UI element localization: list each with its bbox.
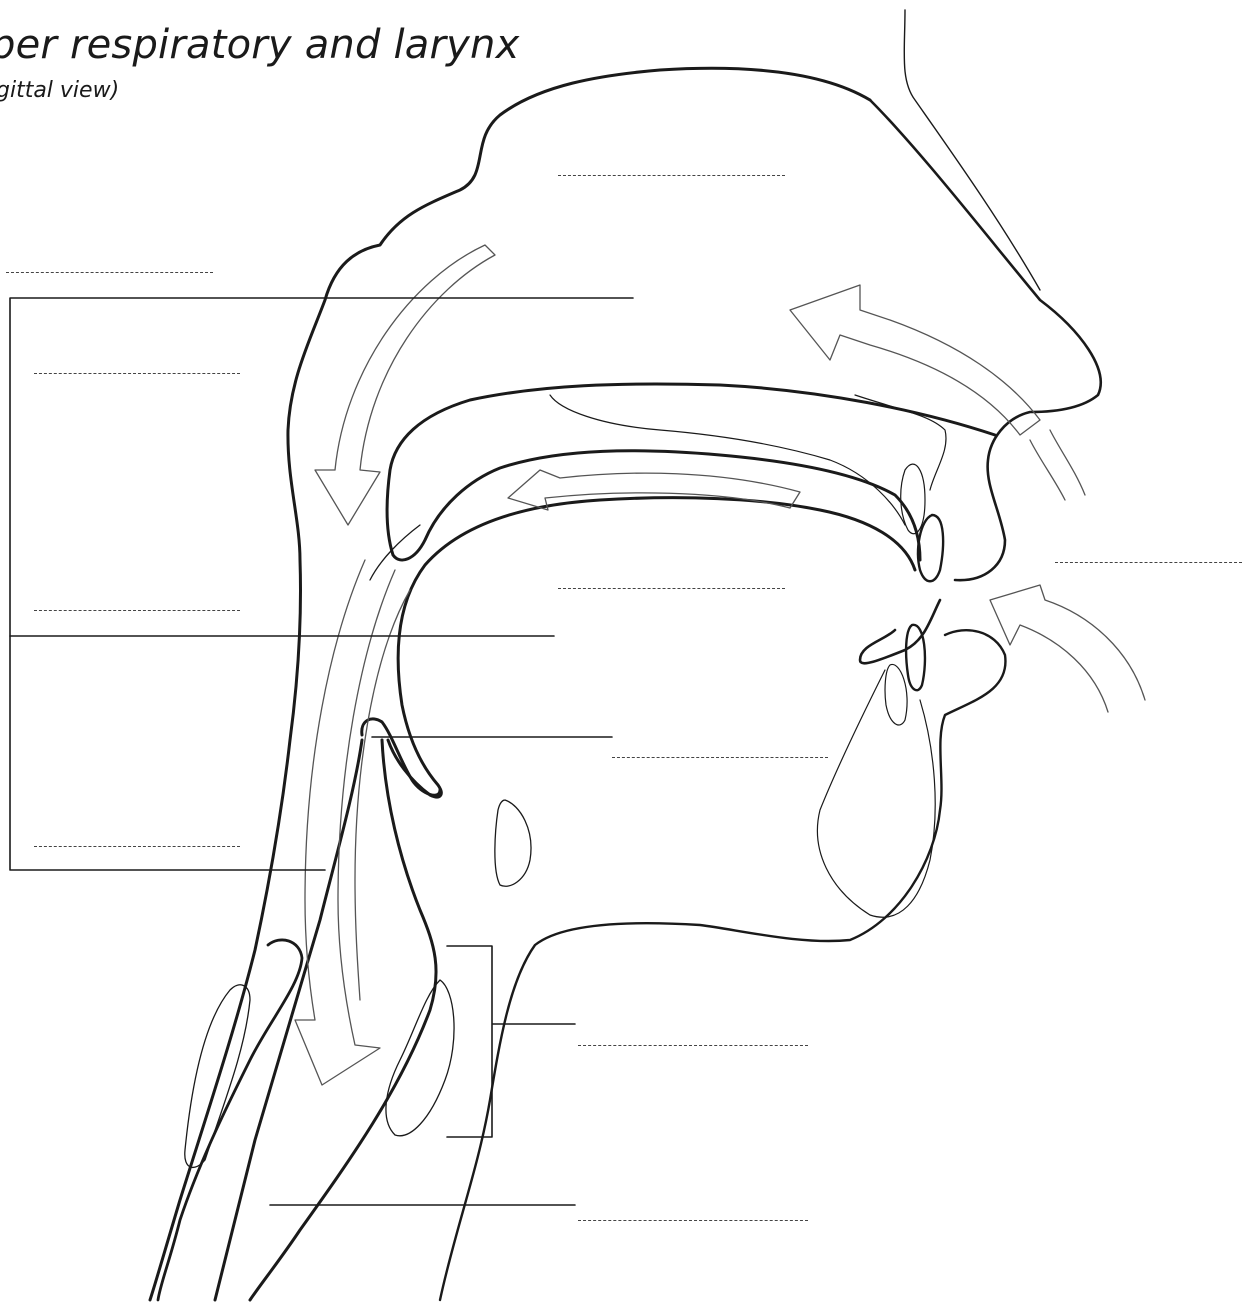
lips-chin-outline: [440, 630, 1005, 1300]
label-blank-pharynx-group[interactable]: [6, 272, 213, 273]
larynx-bracket: [447, 946, 575, 1137]
nasal-floor-line: [550, 395, 946, 525]
thyroid-cartilage: [386, 980, 454, 1136]
mandible-outline: [817, 670, 935, 917]
label-blank-nostrils[interactable]: [1055, 562, 1242, 563]
label-blank-nasal-cavity[interactable]: [558, 175, 785, 176]
label-blank-larynx[interactable]: [578, 1045, 808, 1046]
nasal-airflow-stream: [1030, 430, 1085, 500]
label-blank-nasopharynx[interactable]: [34, 373, 240, 374]
lower-incisors: [906, 625, 925, 690]
pharynx-arrow-right: [355, 590, 410, 1000]
hyoid-bone: [495, 800, 531, 886]
pharynx-bracket: [10, 298, 633, 870]
label-blank-oral-cavity[interactable]: [558, 588, 785, 589]
tongue-tip: [860, 600, 940, 663]
lower-teeth-root: [885, 664, 907, 725]
soft-palate: [370, 525, 420, 580]
label-blank-esophagus[interactable]: [578, 1220, 808, 1221]
label-blank-epiglottis[interactable]: [612, 757, 828, 758]
label-blank-oropharynx[interactable]: [34, 610, 240, 611]
label-blank-laryngopharynx[interactable]: [34, 846, 240, 847]
nasopharynx-arrow: [315, 245, 495, 525]
tongue-outline: [388, 498, 915, 797]
oral-airflow-arrow: [990, 585, 1145, 712]
neck-front-line: [904, 10, 1040, 290]
head-back-outline: [150, 68, 870, 1300]
epiglottis-shape: [362, 719, 440, 795]
